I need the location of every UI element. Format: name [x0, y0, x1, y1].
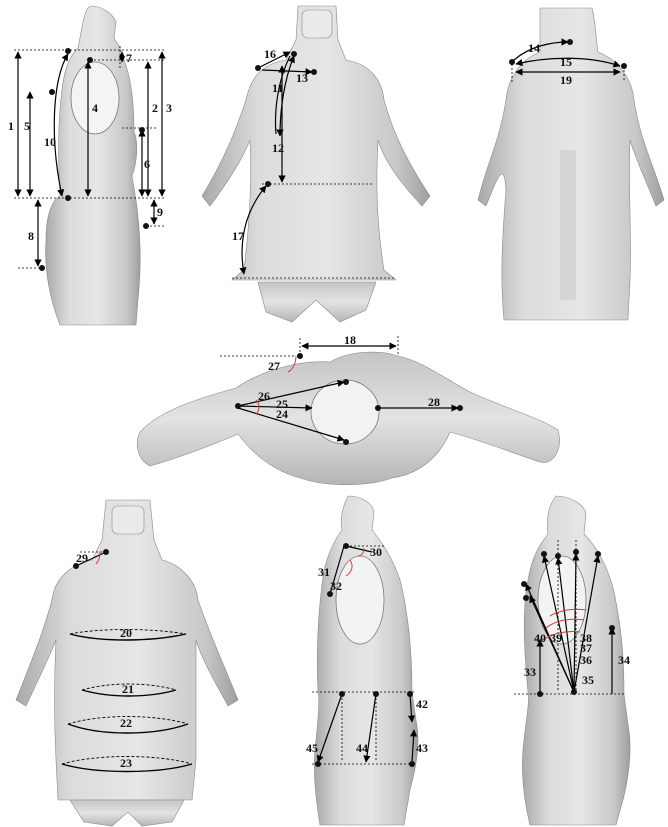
label-42: 42: [416, 697, 428, 711]
label-20: 20: [120, 626, 132, 640]
back-view-panel: 14 15 19: [478, 8, 664, 320]
label-29: 29: [76, 551, 88, 565]
girth-body-silhouette: [16, 500, 238, 826]
label-13: 13: [296, 71, 308, 85]
side-view-panel: 1 5 10 4 2 3 6 7 8 9: [8, 6, 172, 325]
label-12: 12: [272, 141, 284, 155]
label-45: 45: [306, 741, 318, 755]
label-7: 7: [126, 51, 132, 65]
label-33: 33: [524, 665, 536, 679]
label-32: 32: [330, 579, 342, 593]
label-40: 40: [534, 631, 546, 645]
label-35: 35: [582, 673, 594, 687]
top-view-panel: 18 27 26 25 24 28: [137, 333, 559, 485]
label-3: 3: [166, 101, 172, 115]
label-43: 43: [416, 741, 428, 755]
label-38: 38: [580, 631, 592, 645]
front-girths-panel: 29 20 21 22 23: [16, 500, 238, 826]
front-view-panel: 16 13 11 12 17: [202, 6, 430, 322]
label-24: 24: [276, 407, 288, 421]
label-28: 28: [428, 395, 440, 409]
side-waist-body-silhouette: [314, 496, 418, 825]
side-angles-panel: 34 33 35 36 37 38 39 40: [514, 496, 630, 825]
label-17: 17: [232, 229, 244, 243]
label-30: 30: [370, 545, 382, 559]
label-11: 11: [272, 81, 283, 95]
label-9: 9: [157, 205, 163, 219]
label-5: 5: [24, 119, 30, 133]
label-8: 8: [28, 229, 34, 243]
top-body-silhouette: [137, 352, 559, 485]
label-23: 23: [120, 756, 132, 770]
label-18: 18: [344, 333, 356, 347]
label-19: 19: [560, 73, 572, 87]
label-6: 6: [144, 157, 150, 171]
label-34: 34: [618, 653, 630, 667]
label-4: 4: [92, 101, 98, 115]
label-36: 36: [580, 653, 592, 667]
label-14: 14: [528, 41, 540, 55]
side-waist-panel: 30 31 32 42 43 44 45: [306, 496, 428, 825]
label-22: 22: [120, 716, 132, 730]
label-2: 2: [152, 101, 158, 115]
label-10: 10: [44, 135, 56, 149]
label-44: 44: [356, 741, 368, 755]
label-15: 15: [560, 55, 572, 69]
label-16: 16: [264, 47, 276, 61]
label-27: 27: [268, 359, 280, 373]
label-21: 21: [122, 682, 134, 696]
label-31: 31: [318, 565, 330, 579]
front-body-silhouette: [202, 6, 430, 322]
label-1: 1: [8, 119, 14, 133]
label-26: 26: [258, 389, 270, 403]
label-39: 39: [550, 631, 562, 645]
